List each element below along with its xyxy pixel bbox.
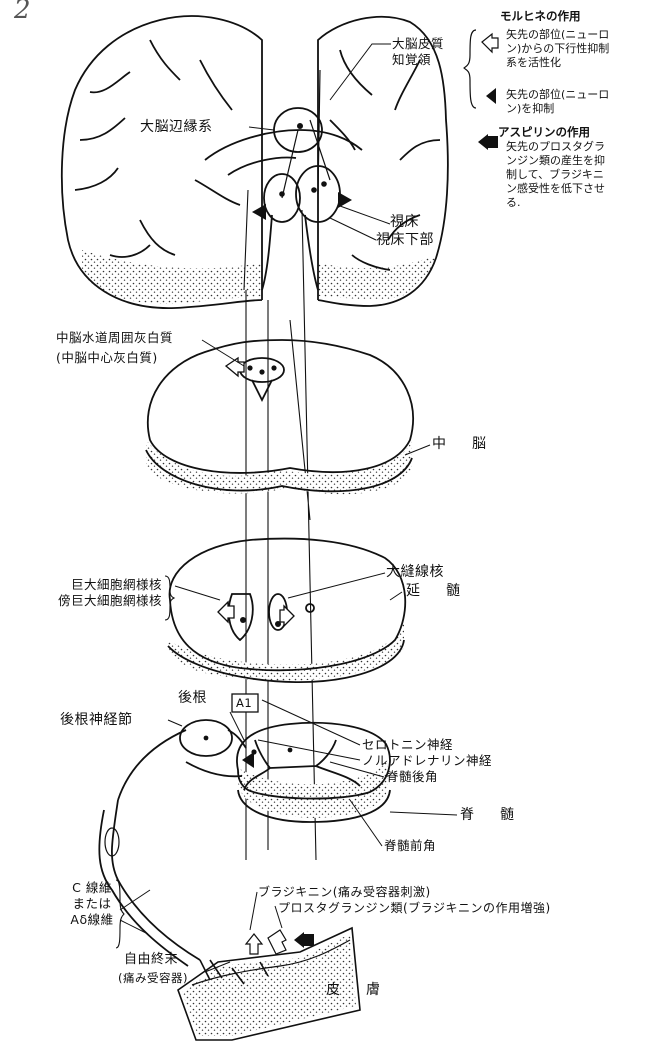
legend-open-arrow-icon <box>482 34 498 52</box>
midbrain-outline <box>148 340 413 473</box>
cortex-label: 大脳皮質知覚領 <box>392 36 444 68</box>
raphe-label: 大縫線核 <box>386 564 444 580</box>
legend-line: ン)からの下行性抑制 <box>506 42 656 56</box>
free-ending-label: 自由終末 <box>124 952 178 968</box>
spinal-cord-label: 脊 髄 <box>460 807 520 823</box>
legend-aspirin-arrow-icon <box>478 134 498 150</box>
legend-line: 矢先の部位(ニューロ <box>506 28 656 42</box>
figure-number: 2 <box>13 0 31 25</box>
legend-brace-icon <box>464 30 476 108</box>
legend-line: ン)を抑制 <box>506 102 656 116</box>
morphine-inhibit-arrow-left <box>252 204 266 220</box>
leader-lines <box>120 44 457 972</box>
pag-alt-label: (中脳中心灰白質) <box>56 350 158 366</box>
serotonin-label: セロトニン神経 <box>362 737 453 753</box>
legend-line: ンジン類の産生を抑 <box>506 154 656 168</box>
legend-line: ン感受性を低下させ <box>506 182 656 196</box>
morphine-legend-item-inhibit: 矢先の部位(ニューロ ン)を抑制 <box>506 88 656 116</box>
hypothalamus-label: 視床下部 <box>376 232 434 248</box>
morphine-legend-item-activate: 矢先の部位(ニューロ ン)からの下行性抑制 系を活性化 <box>506 28 656 70</box>
medulla-outline <box>170 539 406 671</box>
brain-neuron-dots <box>279 123 327 197</box>
morphine-inhibit-arrow-spinal <box>242 752 254 768</box>
dorsal-root-label: 後根 <box>178 690 207 706</box>
morphine-inhibit-arrow-right <box>338 192 352 208</box>
legend-line: る. <box>506 196 656 210</box>
noradrenaline-label: ノルアドレナリン神経 <box>362 753 492 769</box>
brain-stipple-right <box>318 255 436 300</box>
morphine-legend-title: モルヒネの作用 <box>500 8 581 24</box>
drg-label: 後根神経節 <box>60 712 133 728</box>
medulla-label: 延 髄 <box>406 583 466 599</box>
thalamus-label: 視床 <box>390 214 419 230</box>
ventral-horn-label: 脊髄前角 <box>384 838 436 854</box>
morphine-activate-arrow-medulla-left <box>218 602 234 622</box>
reticular-label: 巨大細胞網様核傍巨大細胞網様核 <box>54 577 162 609</box>
limbic-label: 大脳辺縁系 <box>140 119 213 135</box>
skin-label: 皮 膚 <box>326 982 386 998</box>
legend-line: 系を活性化 <box>506 56 656 70</box>
aspirin-legend-title: アスピリンの作用 <box>498 124 590 140</box>
prostaglandin-arrow <box>268 930 286 954</box>
dorsal-horn-label: 脊髄後角 <box>386 769 438 785</box>
midbrain-dots <box>247 365 276 374</box>
pag-label: 中脳水道周囲灰白質 <box>56 330 173 346</box>
prostaglandin-label: プロスタグランジン類(ブラジキニンの作用増強) <box>278 900 551 916</box>
aspirin-arrow-skin <box>294 932 314 948</box>
midbrain-label: 中 脳 <box>432 436 492 452</box>
bradykinin-arrow <box>246 934 262 954</box>
a1-label: A1 <box>236 695 252 711</box>
brain-stipple-left <box>82 250 262 304</box>
legend-line: 矢先のプロスタグラ <box>506 140 656 154</box>
aspirin-legend-item: 矢先のプロスタグラ ンジン類の産生を抑 制して、ブラジキニ ン感受性を低下させ … <box>506 140 656 210</box>
morphine-activate-arrow-medulla-right <box>280 606 294 626</box>
free-ending-alt-label: (痛み受容器) <box>118 970 188 986</box>
legend-line: 矢先の部位(ニューロ <box>506 88 656 102</box>
midbrain-section <box>146 340 413 494</box>
bradykinin-label: ブラジキニン(痛み受容器刺激) <box>258 884 431 900</box>
legend-line: 制して、ブラジキニ <box>506 168 656 182</box>
legend-solid-arrow-icon <box>486 88 496 104</box>
